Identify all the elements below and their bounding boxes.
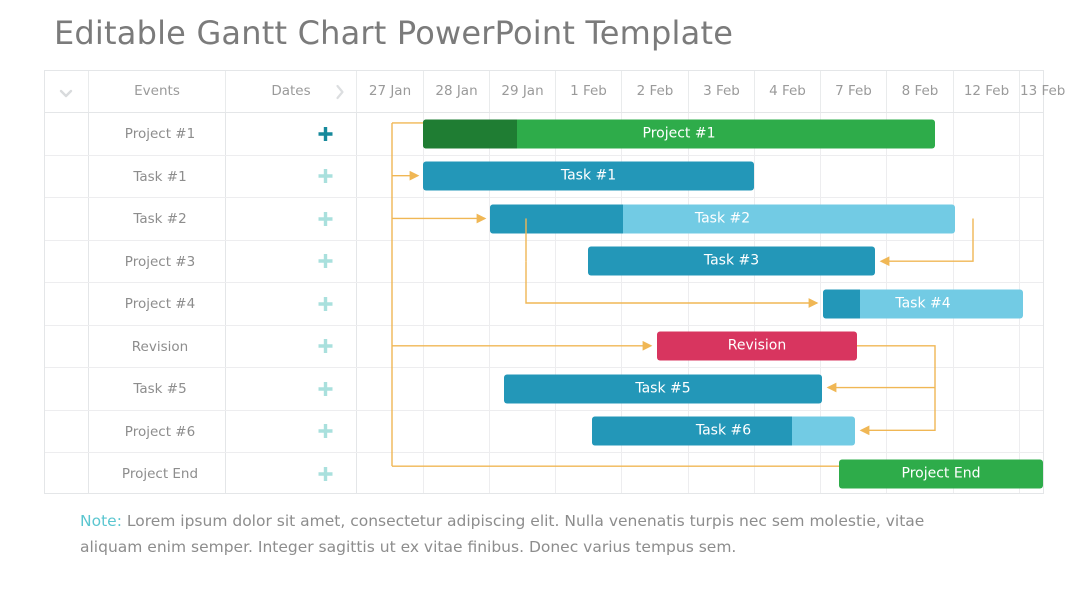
date-header-0[interactable]: 27 Jan	[357, 71, 424, 112]
gantt-bar-task-1[interactable]: Task #1	[423, 161, 754, 191]
table-row[interactable]: Project #4 Task #4	[45, 283, 1043, 326]
chevron-down-icon[interactable]	[58, 85, 74, 101]
note-body: Lorem ipsum dolor sit amet, consectetur …	[80, 512, 925, 556]
gantt-table: Events Dates 27 Jan 28 Jan 29 Jan 1 Feb …	[44, 70, 1066, 494]
note-text: Note: Lorem ipsum dolor sit amet, consec…	[80, 508, 980, 560]
plus-icon[interactable]	[317, 125, 334, 142]
table-row[interactable]: Task #2 Task #2	[45, 198, 1043, 241]
gantt-bar-label: Task #5	[635, 380, 691, 397]
gantt-bar-label: Task #2	[694, 210, 751, 227]
column-header-dates-label: Dates	[271, 83, 311, 99]
gantt-header-row: Events Dates 27 Jan 28 Jan 29 Jan 1 Feb …	[45, 71, 1066, 113]
row-label-7: Project #6	[124, 423, 196, 440]
chevron-right-icon[interactable]	[332, 83, 348, 101]
table-row[interactable]: Project #3 Task #3	[45, 241, 1043, 283]
gantt-bar-label: Project #1	[642, 125, 716, 142]
table-row[interactable]: Task #5 Task #5	[45, 368, 1043, 411]
date-header-8[interactable]: 8 Feb	[887, 71, 954, 112]
row-label-6: Task #5	[133, 381, 187, 397]
gantt-bar-label: Task #1	[560, 167, 617, 184]
plus-icon[interactable]	[317, 380, 334, 397]
gantt-bar-task-3[interactable]: Task #3	[588, 246, 875, 276]
grid-line-v-1	[225, 113, 226, 493]
grid-line-v-4	[489, 113, 490, 493]
plus-icon[interactable]	[317, 210, 334, 227]
date-header-5[interactable]: 3 Feb	[689, 71, 755, 112]
row-label-0: Project #1	[124, 126, 196, 142]
date-header-6[interactable]: 4 Feb	[755, 71, 821, 112]
plus-icon[interactable]	[317, 295, 334, 312]
date-header-1[interactable]: 28 Jan	[424, 71, 490, 112]
gantt-bar-project-end[interactable]: Project End	[839, 459, 1043, 489]
gantt-bar-task-2[interactable]: Task #2	[490, 204, 955, 234]
grid-line-v-3	[423, 113, 424, 493]
grid-line-v-2	[356, 113, 357, 493]
gantt-bar-progress	[490, 204, 623, 234]
gantt-bar-label: Task #3	[703, 252, 760, 269]
gantt-bar-label: Task #6	[695, 422, 752, 439]
table-row[interactable]: Project #1 Project #1	[45, 113, 1043, 156]
column-header-dates[interactable]: Dates	[226, 71, 357, 112]
date-header-3[interactable]: 1 Feb	[556, 71, 622, 112]
collapse-toggle-cell[interactable]	[45, 71, 89, 112]
gantt-bar-project-1[interactable]: Project #1	[423, 119, 935, 149]
table-row[interactable]: Project #6 Task #6	[45, 411, 1043, 453]
date-header-7[interactable]: 7 Feb	[821, 71, 887, 112]
row-label-4: Project #4	[124, 296, 196, 312]
gantt-bar-revision[interactable]: Revision	[657, 331, 857, 361]
plus-icon[interactable]	[317, 253, 334, 270]
plus-icon[interactable]	[317, 466, 334, 483]
note-label: Note:	[80, 512, 122, 530]
gantt-body: Project #1 Project #1 Task #1 Task #1	[45, 113, 1043, 493]
row-label-5: Revision	[131, 338, 189, 355]
grid-line-v-9	[820, 113, 821, 493]
page-title: Editable Gantt Chart PowerPoint Template	[54, 14, 734, 52]
gantt-bar-task-5[interactable]: Task #5	[504, 374, 822, 404]
gantt-bar-progress	[592, 416, 792, 446]
row-label-8: Project End	[121, 466, 199, 482]
table-row[interactable]: Project End Project End	[45, 453, 1043, 496]
column-header-events[interactable]: Events	[89, 71, 226, 112]
gantt-bar-task-6[interactable]: Task #6	[592, 416, 855, 446]
date-header-4[interactable]: 2 Feb	[622, 71, 689, 112]
row-label-1: Task #1	[133, 168, 187, 185]
plus-icon[interactable]	[317, 168, 334, 185]
grid-line-v-0	[88, 113, 89, 493]
row-label-2: Task #2	[133, 211, 187, 227]
gantt-bar-task-4[interactable]: Task #4	[823, 289, 1023, 319]
date-header-9[interactable]: 12 Feb	[954, 71, 1020, 112]
table-row[interactable]: Task #1 Task #1	[45, 156, 1043, 198]
gantt-bar-label: Revision	[727, 337, 787, 354]
plus-icon[interactable]	[317, 338, 334, 355]
date-header-10[interactable]: 13 Feb	[1020, 83, 1066, 99]
gantt-bar-progress	[823, 289, 860, 319]
date-header-2[interactable]: 29 Jan	[490, 71, 556, 112]
row-label-3: Project #3	[124, 253, 196, 270]
gantt-bar-label: Project End	[901, 465, 981, 482]
gantt-bar-progress	[423, 119, 517, 149]
plus-icon[interactable]	[317, 423, 334, 440]
gantt-bar-label: Task #4	[895, 295, 951, 312]
table-row[interactable]: Revision Revision	[45, 326, 1043, 368]
